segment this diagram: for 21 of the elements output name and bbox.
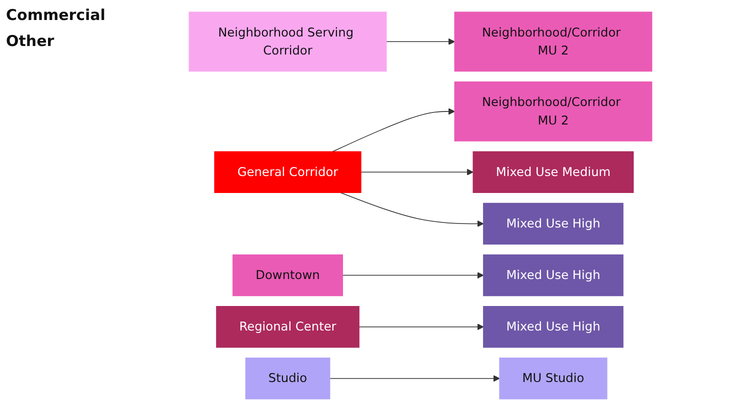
node-box: Mixed Use Medium xyxy=(472,151,634,193)
arrow xyxy=(342,272,484,279)
node-box: MU Studio xyxy=(499,358,608,400)
section-heading: Other xyxy=(6,32,56,50)
node-box: Mixed Use High xyxy=(483,202,624,245)
node-box: Neighborhood Serving Corridor xyxy=(188,12,387,72)
node-box: Regional Center xyxy=(216,306,360,348)
arrow xyxy=(329,375,500,382)
arrow xyxy=(340,192,484,228)
node-box: Studio xyxy=(245,358,330,400)
node-box: Neighborhood/Corridor MU 2 xyxy=(454,81,652,142)
node-box: Mixed Use High xyxy=(483,254,624,296)
section-heading: Commercial xyxy=(6,6,106,24)
node-box: Downtown xyxy=(232,254,343,296)
arrow xyxy=(386,38,455,45)
node-box: Mixed Use High xyxy=(483,306,624,348)
node-box: General Corridor xyxy=(214,151,362,193)
node-box: Neighborhood/Corridor MU 2 xyxy=(454,12,652,72)
arrow xyxy=(332,108,455,152)
arrow xyxy=(358,324,484,330)
arrow xyxy=(360,168,474,176)
